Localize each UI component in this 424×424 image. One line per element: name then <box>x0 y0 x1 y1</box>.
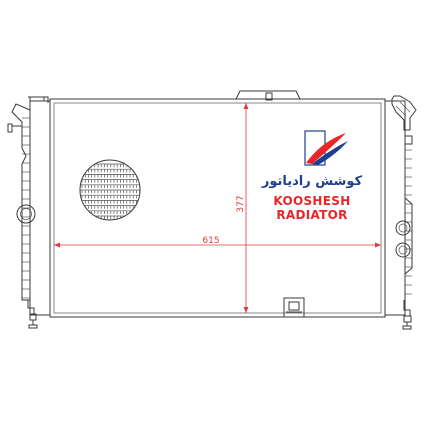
filler-cap-icon <box>16 204 36 224</box>
right-tank <box>384 95 417 330</box>
fan-grille <box>79 159 141 221</box>
height-label: 377 <box>236 195 246 212</box>
brand-logo: کوشش رادیاتور KOOSHESH RADIATOR <box>261 130 363 222</box>
left-tank <box>7 96 51 329</box>
brand-name-line2: RADIATOR <box>276 208 347 222</box>
sensor-port-icon <box>395 242 411 258</box>
drain-port-icon <box>395 220 411 236</box>
logo-mark-icon <box>304 130 348 166</box>
width-label: 615 <box>202 236 219 246</box>
bottom-mount-bracket <box>283 297 305 317</box>
height-dimension: 377 <box>236 103 249 313</box>
brand-name-line1: KOOSHESH <box>273 194 350 208</box>
width-dimension: 615 <box>54 236 381 248</box>
top-mount-bracket <box>235 90 301 101</box>
outlet-pipe-icon <box>391 95 417 131</box>
brand-name-persian: کوشش رادیاتور <box>261 174 363 189</box>
